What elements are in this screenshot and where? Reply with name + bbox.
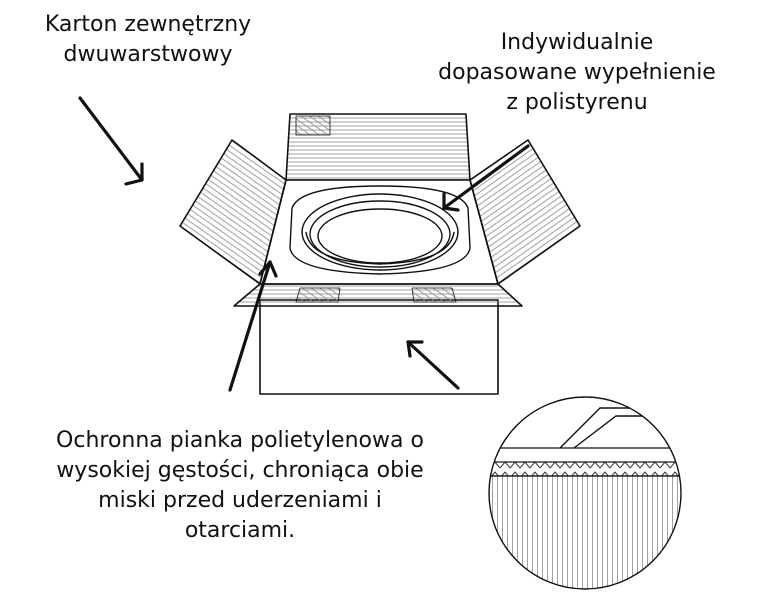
arrow-foam [228, 260, 278, 392]
arrow-outer-carton [78, 96, 144, 186]
label-foam-line-4: otarciami. [184, 518, 296, 543]
label-filling-line-1: Indywidualnie [500, 30, 654, 55]
label-foam-line-2: wysokiej gęstości, chroniąca obie [56, 458, 424, 483]
label-outer-carton: Karton zewnętrzny dwuwarstwowy [28, 10, 268, 70]
label-outer-carton-line-2: dwuwarstwowy [63, 42, 233, 67]
detail-magnifier [488, 396, 682, 590]
label-foam-line-3: miski przed uderzeniami i [98, 488, 382, 513]
label-foam: Ochronna pianka polietylenowa o wysokiej… [10, 426, 470, 546]
polystyrene-filling [289, 185, 471, 275]
label-filling-line-2: dopasowane wypełnienie [438, 60, 716, 85]
arrows [78, 96, 530, 392]
arrow-filling [442, 144, 530, 212]
label-filling-line-3: z polistyrenu [506, 90, 648, 115]
label-foam-line-1: Ochronna pianka polietylenowa o [56, 428, 424, 453]
label-outer-carton-line-1: Karton zewnętrzny [44, 12, 252, 37]
arrow-box-side [406, 340, 460, 390]
label-polystyrene-filling: Indywidualnie dopasowane wypełnienie z p… [412, 28, 742, 118]
